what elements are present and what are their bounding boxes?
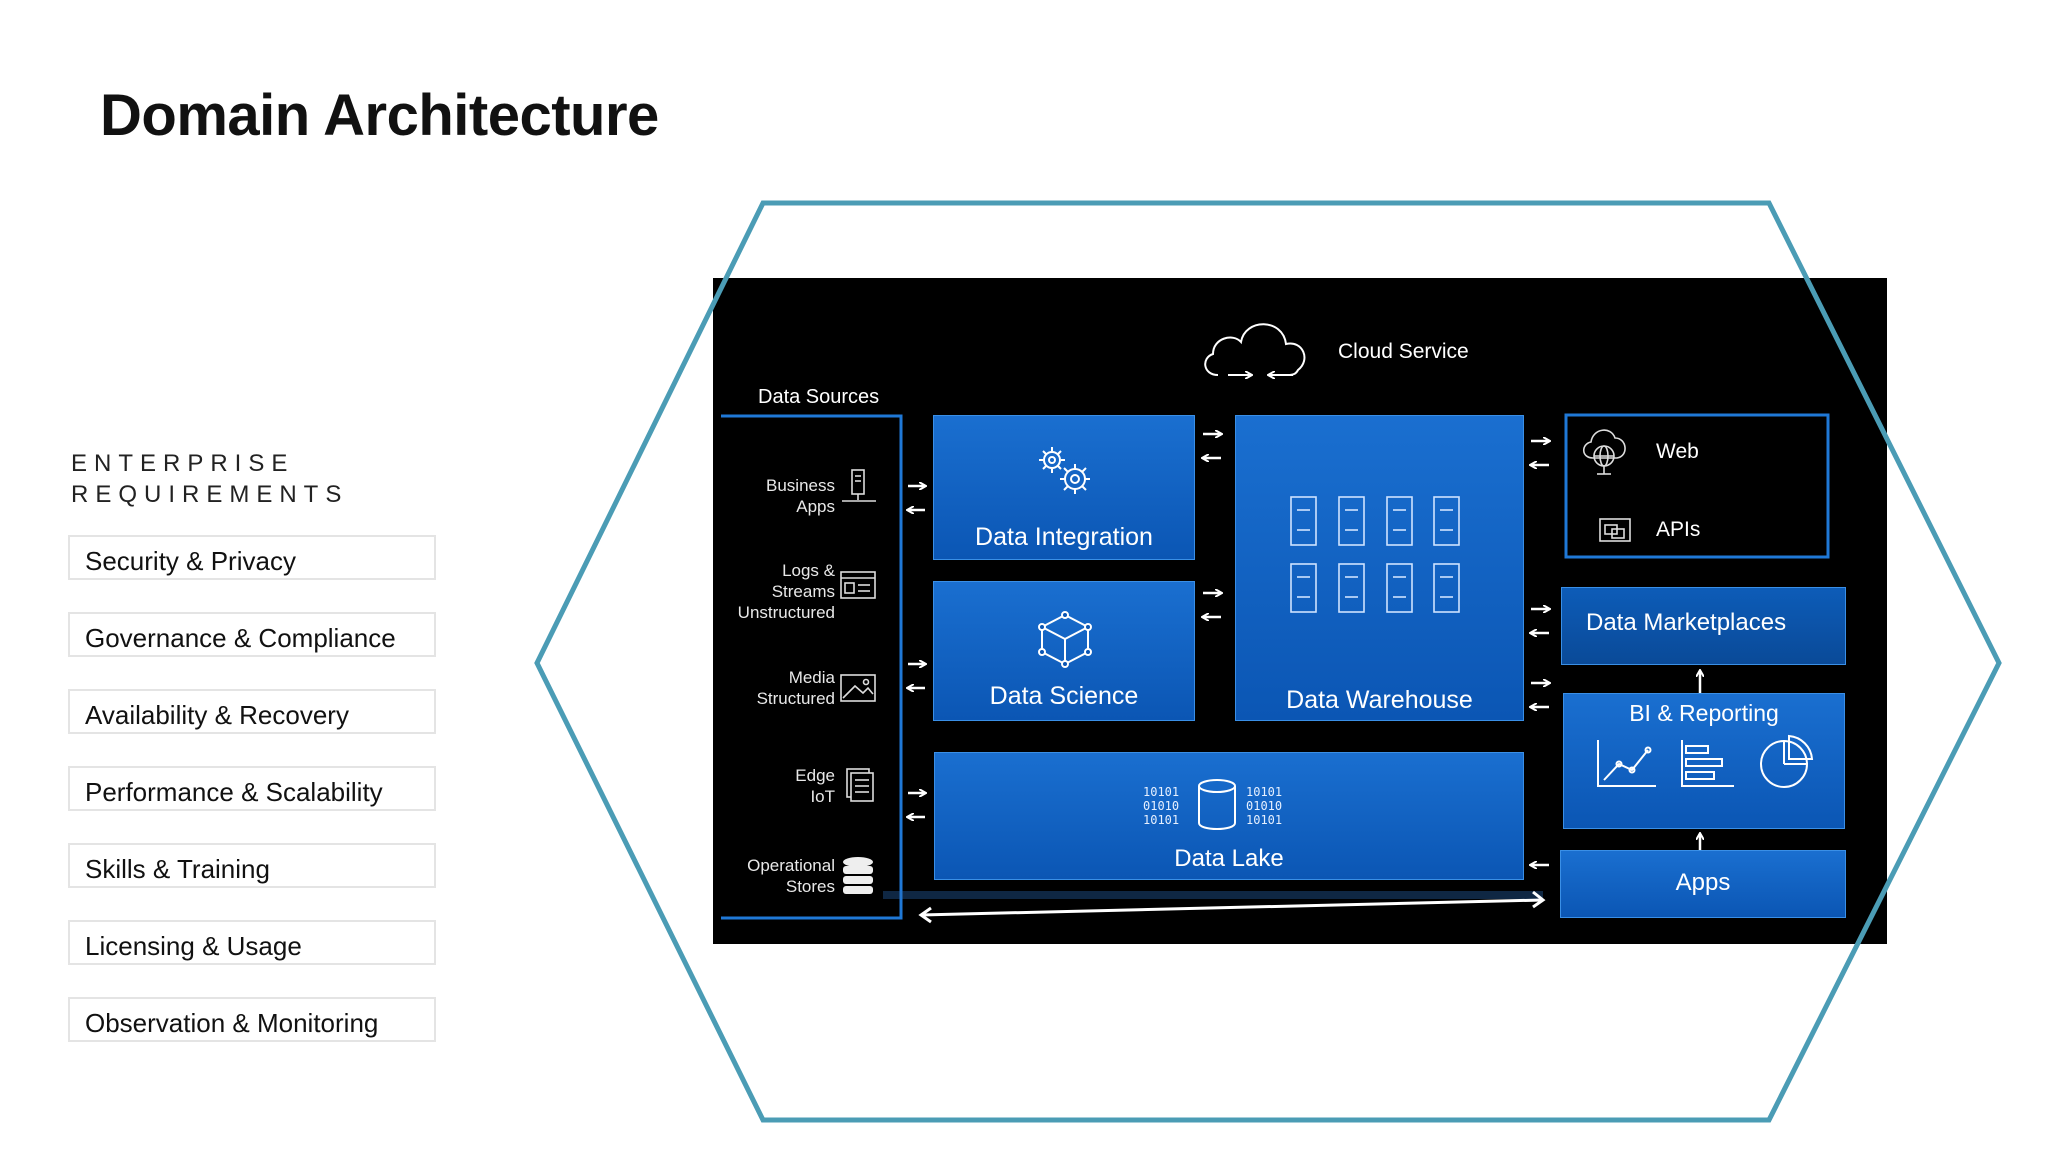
data-lake-box: 10101 01010 10101 10101 01010 10101 Data… bbox=[934, 752, 1524, 880]
data-science-box: Data Science bbox=[933, 581, 1195, 721]
cloud-icon bbox=[1204, 323, 1306, 375]
requirement-item: Governance & Compliance bbox=[68, 612, 436, 657]
source-label-operational-stores: Operational Stores bbox=[747, 855, 835, 897]
data-integration-label: Data Integration bbox=[975, 523, 1153, 551]
data-warehouse-box: Data Warehouse bbox=[1235, 415, 1524, 721]
requirement-item: Observation & Monitoring bbox=[68, 997, 436, 1042]
binary-line: 01010 bbox=[1143, 799, 1180, 813]
source-arrows bbox=[908, 486, 925, 817]
source-label-line: Operational bbox=[747, 856, 835, 875]
binary-line: 10101 bbox=[1246, 785, 1283, 799]
log-window-icon bbox=[840, 571, 876, 599]
source-label-line: Media bbox=[788, 668, 835, 687]
requirement-item: Performance & Scalability bbox=[68, 766, 436, 811]
binary-line: 01010 bbox=[1246, 799, 1283, 813]
binary-line: 10101 bbox=[1143, 813, 1180, 827]
database-icon bbox=[843, 857, 873, 894]
apps-box: Apps bbox=[1560, 850, 1846, 918]
binary-line: 10101 bbox=[1143, 785, 1180, 799]
bar-chart-icon bbox=[1681, 740, 1734, 787]
apis-label: APIs bbox=[1656, 518, 1701, 541]
requirements-heading-line2: REQUIREMENTS bbox=[71, 481, 349, 508]
requirement-item: Availability & Recovery bbox=[68, 689, 436, 734]
requirements-list: Security & Privacy Governance & Complian… bbox=[68, 535, 436, 1074]
page-title: Domain Architecture bbox=[100, 83, 659, 148]
requirement-item: Security & Privacy bbox=[68, 535, 436, 580]
data-warehouse-label: Data Warehouse bbox=[1286, 686, 1473, 714]
architecture-diagram: Cloud Service Data Sources Business Apps… bbox=[713, 278, 1887, 944]
bi-icons bbox=[1597, 734, 1814, 788]
image-icon bbox=[840, 674, 876, 702]
binary-left: 10101 01010 10101 bbox=[1143, 785, 1179, 827]
requirements-heading-line1: ENTERPRISE bbox=[71, 450, 295, 477]
bi-reporting-box: BI & Reporting bbox=[1563, 693, 1845, 829]
requirement-item: Skills & Training bbox=[68, 843, 436, 888]
apps-label: Apps bbox=[1675, 869, 1731, 896]
source-label-edge-iot: Edge IoT bbox=[795, 765, 835, 807]
source-label-line: Business bbox=[766, 476, 835, 495]
source-label-line: Streams bbox=[771, 582, 835, 601]
binary-line: 10101 bbox=[1246, 813, 1283, 827]
data-marketplaces-label: Data Marketplaces bbox=[1586, 609, 1787, 636]
source-label-logs-streams: Logs & Streams Unstructured bbox=[738, 560, 835, 623]
data-marketplaces-box: Data Marketplaces bbox=[1561, 587, 1846, 665]
requirement-item: Licensing & Usage bbox=[68, 920, 436, 965]
cloud-service-label: Cloud Service bbox=[1338, 340, 1469, 363]
line-chart-icon bbox=[1597, 740, 1656, 787]
source-label-line: IoT bbox=[810, 787, 835, 806]
web-label: Web bbox=[1656, 440, 1699, 463]
data-integration-box: Data Integration bbox=[933, 415, 1195, 560]
source-label-line: Structured bbox=[756, 689, 835, 708]
server-icon bbox=[842, 469, 876, 502]
source-label-line: Apps bbox=[796, 497, 835, 516]
source-label-line: Unstructured bbox=[737, 603, 835, 622]
document-icon bbox=[846, 768, 874, 802]
data-sources-title: Data Sources bbox=[758, 386, 880, 408]
data-science-label: Data Science bbox=[989, 682, 1139, 710]
source-label-line: Logs & bbox=[782, 561, 835, 580]
source-label-line: Edge bbox=[795, 766, 835, 785]
binary-right: 10101 01010 10101 bbox=[1246, 785, 1282, 827]
requirements-heading: ENTERPRISE REQUIREMENTS bbox=[71, 448, 348, 510]
data-lake-label: Data Lake bbox=[1174, 845, 1284, 872]
source-label-line: Stores bbox=[785, 877, 835, 896]
pie-chart-icon bbox=[1760, 734, 1814, 788]
source-label-media: Media Structured bbox=[757, 667, 835, 709]
bottom-arrow bbox=[883, 890, 1546, 924]
source-label-business-apps: Business Apps bbox=[766, 475, 835, 517]
